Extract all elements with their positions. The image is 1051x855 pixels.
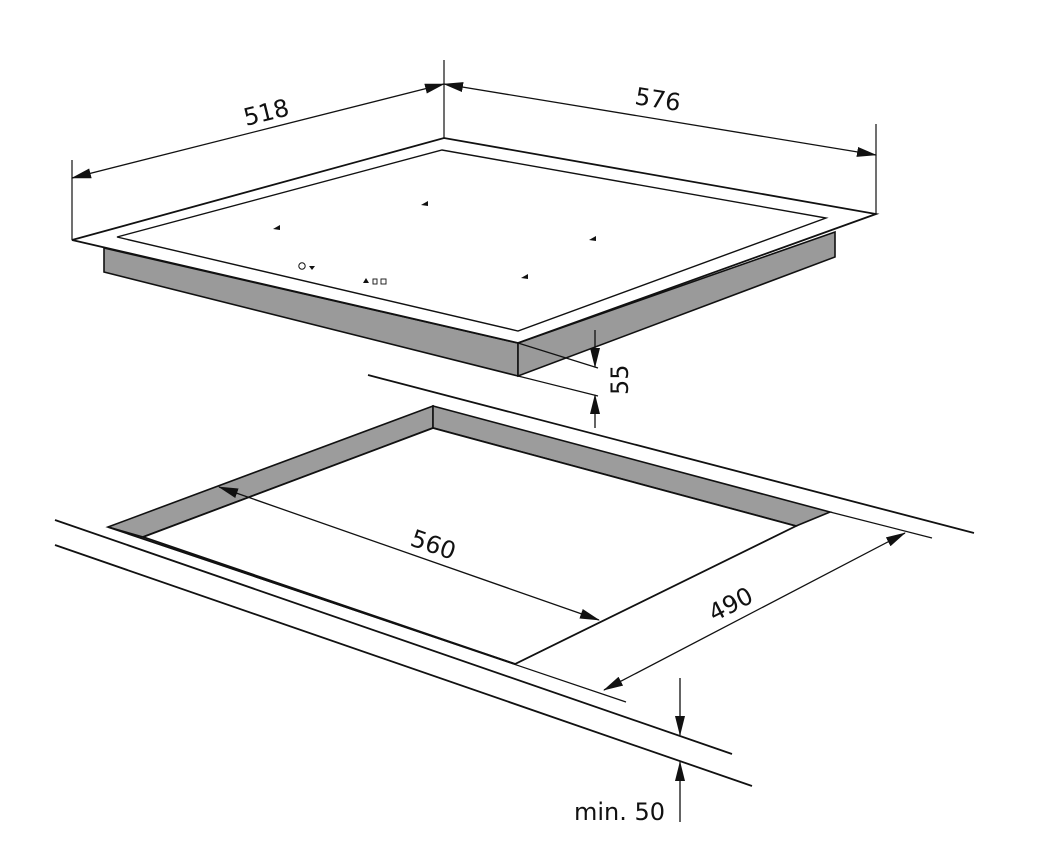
dim-518-label: 518 — [241, 94, 292, 132]
dim-490-line — [603, 532, 906, 691]
power-icon[interactable] — [298, 262, 306, 270]
dim-576-label: 576 — [633, 82, 683, 117]
ext-55-bottom — [517, 375, 599, 397]
timer-icon[interactable] — [380, 278, 387, 285]
worktop-back-edge-2 — [829, 511, 933, 539]
zone-marker-3 — [589, 236, 596, 241]
hob-glass-inner — [116, 149, 829, 332]
down-arrow-icon[interactable] — [309, 266, 315, 270]
dim-min50-label: min. 50 — [574, 798, 665, 826]
cutout-opening — [140, 427, 799, 665]
cutout — [105, 404, 833, 665]
zone-marker-1 — [421, 201, 428, 206]
dim-560-line — [218, 486, 600, 621]
dim-518-line — [71, 83, 445, 179]
lock-icon[interactable] — [372, 278, 378, 285]
control-panel — [298, 262, 387, 285]
hob-glass-top — [71, 137, 880, 344]
hob-side-right — [517, 230, 836, 378]
hob — [71, 137, 880, 378]
worktop-front-edge-top — [54, 519, 733, 755]
dim-55-label: 55 — [606, 364, 634, 395]
zone-marker-4 — [521, 274, 528, 279]
worktop-back-edge — [367, 374, 975, 534]
dim-490-label: 490 — [704, 582, 758, 628]
up-arrow-icon[interactable] — [363, 278, 369, 283]
zone-markers — [273, 201, 596, 279]
ext-55-top — [517, 342, 599, 369]
worktop-front-edge-bottom — [54, 544, 753, 787]
dim-576-line — [443, 82, 877, 157]
zone-marker-2 — [273, 225, 280, 230]
